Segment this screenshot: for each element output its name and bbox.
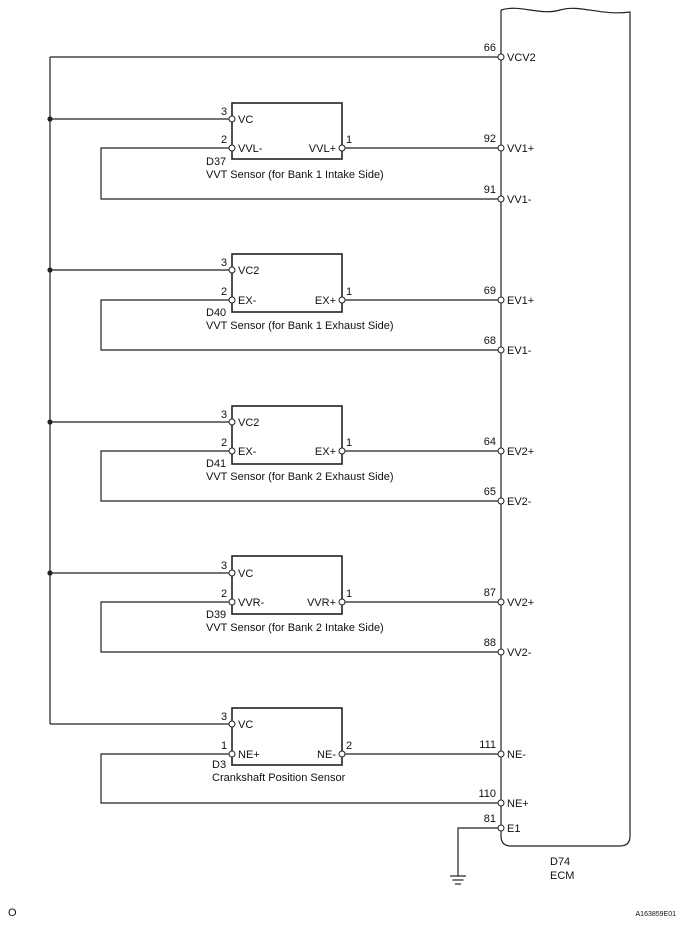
ecm-pin-number: 91 [484,184,496,196]
splice-dot [47,267,53,273]
sensor-pin-number: 1 [346,134,352,146]
ecm-pin-number: 88 [484,637,496,649]
sensor-pin-label: NE+ [238,749,260,761]
sensor-pin-label: VC2 [238,265,259,277]
sensor-connector-code: D39 [206,609,226,621]
sensor-pin-label: VC [238,719,253,731]
vc-bus [47,56,501,725]
sensor-pin-label: VVL+ [309,143,336,155]
ecm-pin-number: 81 [484,813,496,825]
ecm-pin-number: 92 [484,133,496,145]
sensor-box-d37 [231,102,343,160]
ecm-pin-label: NE- [507,749,526,761]
sensor-pin-number: 2 [346,740,352,752]
sensor-name: VVT Sensor (for Bank 1 Exhaust Side) [206,320,394,332]
sensor-pin-number: 3 [221,560,227,572]
sensor-pin-number: 1 [346,286,352,298]
ecm-pin-number: 65 [484,486,496,498]
ecm-pin-number: 68 [484,335,496,347]
sensor-pin-number: 3 [221,106,227,118]
sensor-pin-number: 1 [221,740,227,752]
sensor-pin-number: 3 [221,257,227,269]
ecm-pin-number: 69 [484,285,496,297]
ecm-pin-label: EV1- [507,345,532,357]
sensor-pin-label: VC [238,114,253,126]
sensor-pin-label: VC [238,568,253,580]
sensor-name: Crankshaft Position Sensor [212,772,346,784]
ecm-pin-number: 111 [479,739,496,751]
ecm-pin-label: EV1+ [507,295,534,307]
ecm-terminals [497,53,505,832]
ecm-pin-label: EV2+ [507,446,534,458]
footer-left-mark: O [8,907,17,919]
sensor-pin-label: EX+ [315,295,336,307]
splice-dot [47,570,53,576]
ecm-pin-label: EV2- [507,496,532,508]
sensor-pin-label: EX- [238,295,257,307]
sensor-pin-number: 2 [221,437,227,449]
ecm-housing [500,7,631,847]
ecm-pin-label: VV1- [507,194,532,206]
ecm-pin-label: NE+ [507,798,529,810]
ecm-pin-number: 87 [484,587,496,599]
sensor-pin-number: 2 [221,134,227,146]
ecm-pin-number: 110 [478,788,496,800]
ecm-pin-number: 66 [484,42,496,54]
signal-wires [100,147,501,885]
sensor-box-d3 [231,707,343,766]
sensor-connector-code: D37 [206,156,226,168]
sensor-pin-label: NE- [317,749,336,761]
ecm-connector-code: D74 [550,856,570,868]
sensor-terminals [228,115,346,758]
ecm-name: ECM [550,870,574,882]
splice-dot [47,116,53,122]
sensor-pin-number: 1 [346,437,352,449]
sensor-pin-number: 3 [221,711,227,723]
sensor-pin-number: 2 [221,286,227,298]
ecm-pin-label: E1 [507,823,520,835]
sensor-name: VVT Sensor (for Bank 1 Intake Side) [206,169,384,181]
sensor-box-d41 [231,405,343,465]
sensor-connector-code: D3 [212,759,226,771]
sensor-pin-label: VVR- [238,597,265,609]
ecm-pin-number: 64 [484,436,496,448]
sensor-pin-label: EX+ [315,446,336,458]
sensor-box-d39 [231,555,343,615]
sensor-pin-number: 2 [221,588,227,600]
sensor-pin-label: VVR+ [307,597,336,609]
ecm-pin-label: VV1+ [507,143,534,155]
sensor-box-d40 [231,253,343,313]
sensor-connector-code: D40 [206,307,226,319]
sensor-name: VVT Sensor (for Bank 2 Intake Side) [206,622,384,634]
ecm-pin-label: VV2- [507,647,532,659]
sensor-connector-code: D41 [206,458,226,470]
sensor-pin-label: EX- [238,446,257,458]
splice-dot [47,419,53,425]
sensor-pin-number: 1 [346,588,352,600]
sensor-name: VVT Sensor (for Bank 2 Exhaust Side) [206,471,394,483]
figure-id: A163859E01 [636,911,677,918]
sensor-pin-label: VVL- [238,143,263,155]
sensor-pin-label: VC2 [238,417,259,429]
sensor-pin-number: 3 [221,409,227,421]
ecm-pin-label: VV2+ [507,597,534,609]
ecm-pin-label: VCV2 [507,52,536,64]
